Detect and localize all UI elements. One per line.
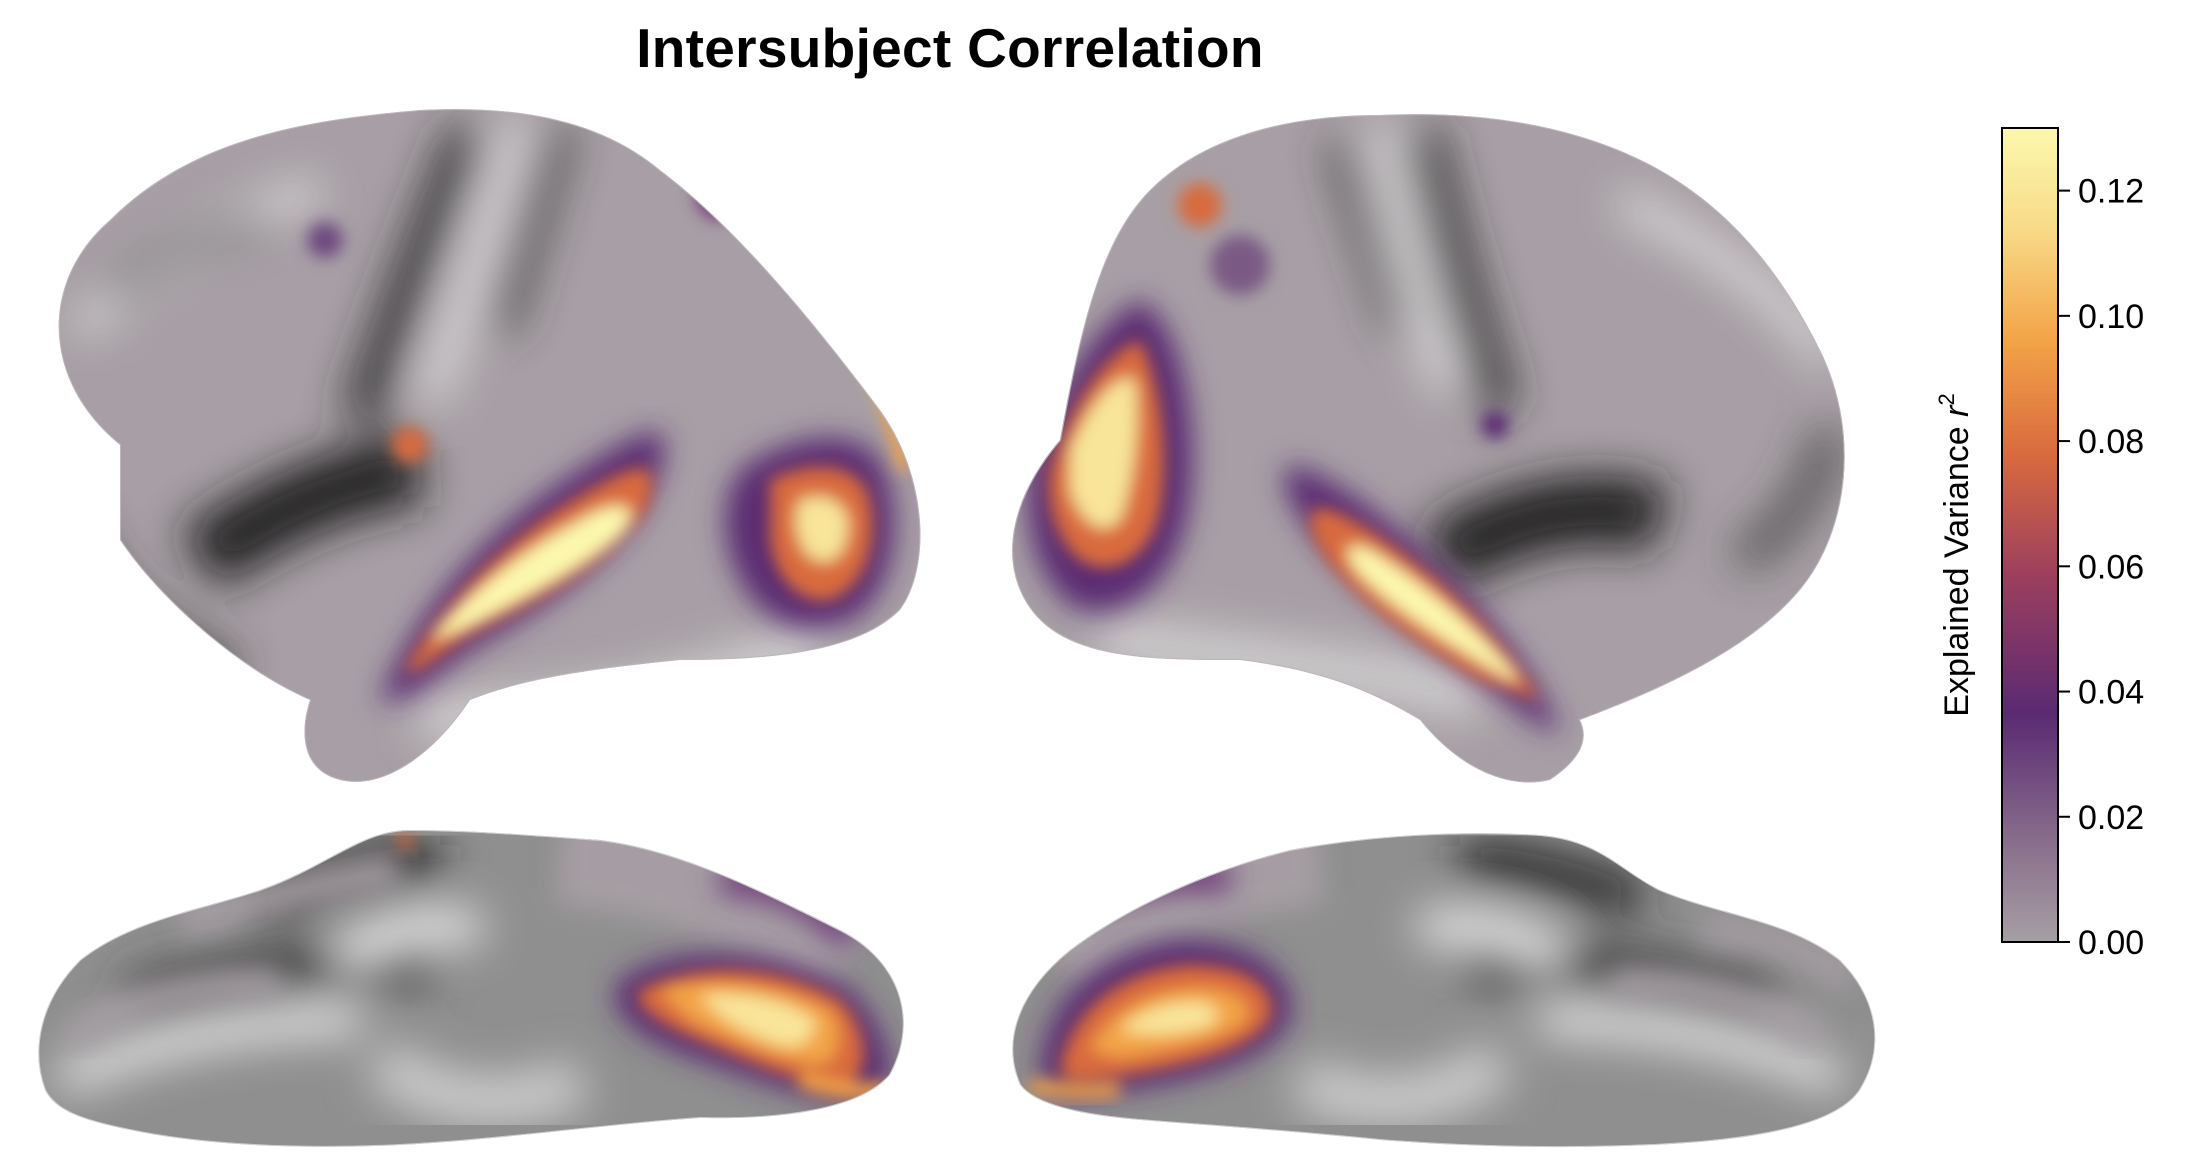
colorbar-tick-label: 0.08 [2078,423,2144,461]
colorbar-ticks: 0.00 0.02 0.04 0.06 0.08 0.10 0.12 [2058,173,2144,962]
colorbar-tick-label: 0.04 [2078,674,2144,712]
colorbar-tick-label: 0.00 [2078,924,2144,962]
colorbar-tick-label: 0.12 [2078,173,2144,211]
colorbar-gradient [2001,127,2059,943]
left-hemisphere-medial [38,830,904,1147]
colorbar-label: Explained Variance r2 [1934,393,1976,716]
figure-title: Intersubject Correlation [636,17,1264,79]
colorbar-tick-label: 0.10 [2078,298,2144,336]
colorbar-tick-label: 0.02 [2078,799,2144,837]
brain-surfaces [38,109,1876,1148]
colorbar-tick-label: 0.06 [2078,548,2144,586]
